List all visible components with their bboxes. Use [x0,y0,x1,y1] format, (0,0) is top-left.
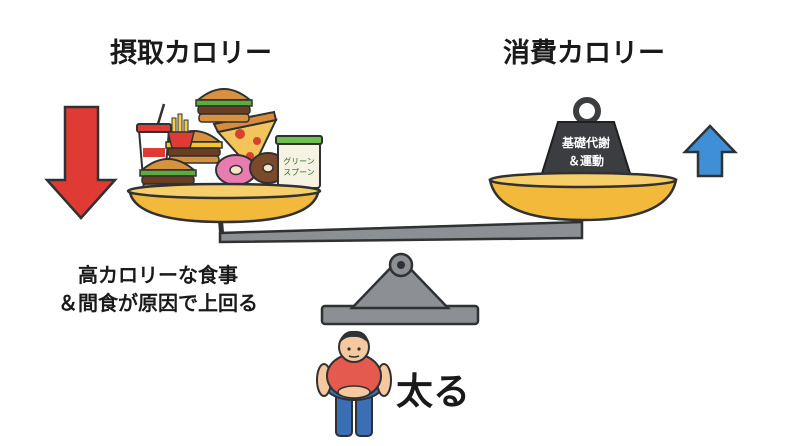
cause-line2: ＆間食が原因で上回る [58,291,258,315]
cause-line1: 高カロリーな食事 [78,263,238,287]
result-label: 太る [396,370,470,413]
down-arrow-icon [44,105,118,220]
cause-caption: 高カロリーな食事 ＆間食が原因で上回る [58,261,258,317]
fries-icon [167,113,195,149]
burn-title: 消費カロリー [503,38,665,69]
spoon-label-line2: スプーン [283,168,315,177]
scale-base [320,256,480,326]
junk-food-pile: グリーン スプーン [136,88,323,191]
weight-label-line2: ＆運動 [568,153,604,168]
up-arrow-icon [682,124,738,178]
spoon-label-line1: グリーン [283,156,315,166]
intake-pan [126,182,322,224]
intake-title: 摂取カロリー [110,38,272,69]
burn-pan [488,171,678,222]
hamburger-icon [195,88,253,123]
weight-icon: 基礎代謝 ＆運動 [538,97,634,181]
weight-label-line1: 基礎代謝 [561,135,610,150]
overweight-person-icon [316,330,392,437]
green-spoon-tub-icon: グリーン スプーン [275,135,323,189]
